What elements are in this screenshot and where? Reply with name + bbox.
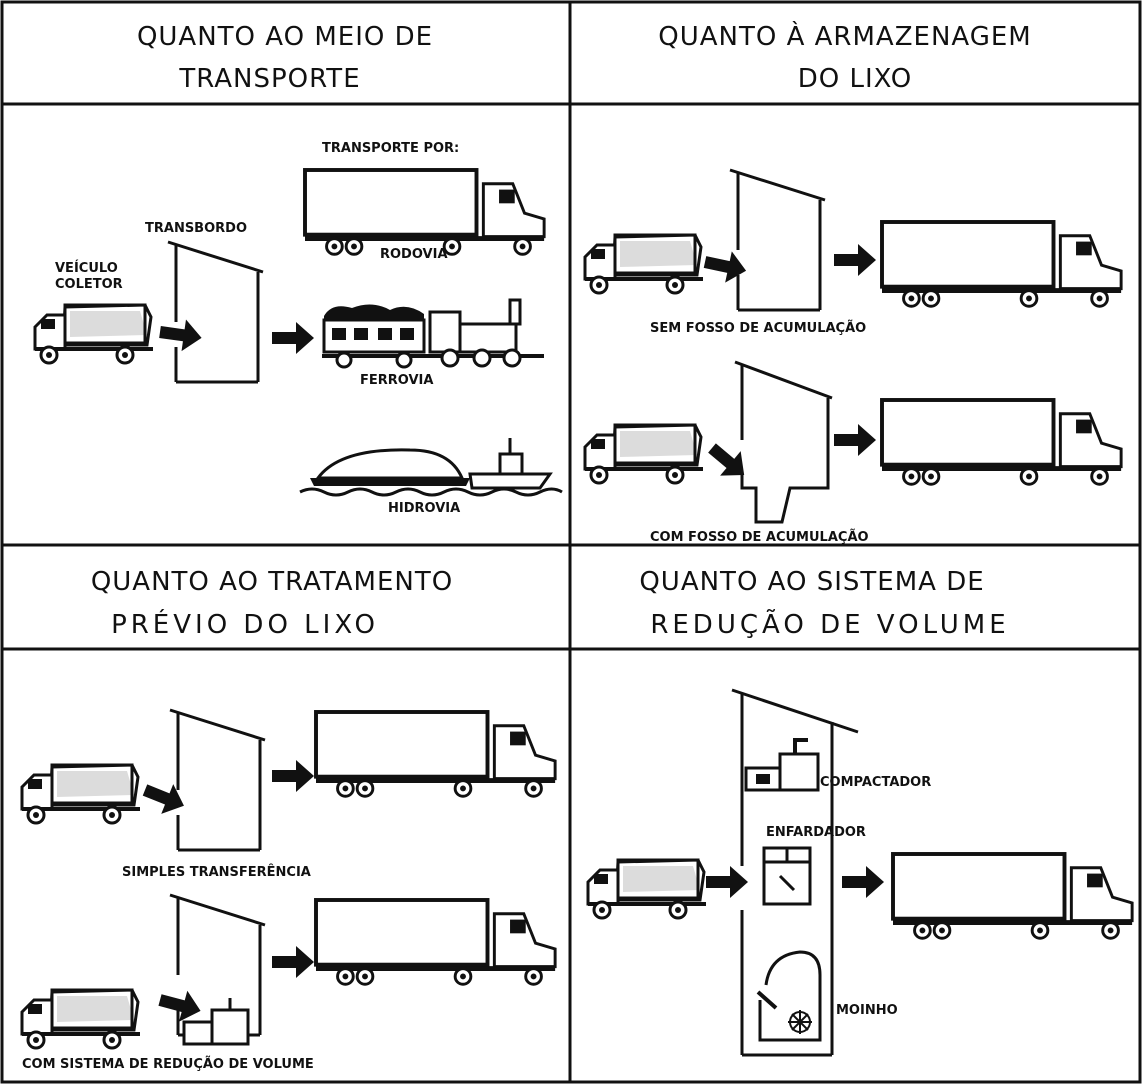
arrow-icon [139,775,190,821]
trailer-truck-icon [316,900,555,984]
label-enfardador: ENFARDADOR [766,825,866,840]
trailer-truck-icon [316,712,555,796]
label-moinho: MOINHO [836,1003,898,1018]
panel-transport: QUANTO AO MEIO DE TRANSPORTE TRANSPORTE … [33,22,563,516]
label-hidrovia: HIDROVIA [388,501,460,516]
label-transbordo: TRANSBORDO [145,221,247,236]
arrow-icon [706,866,748,898]
label-coletor: COLETOR [55,277,123,292]
garbage-truck-icon [20,988,142,1050]
panel-treatment-heading-line2: PRÉVIO DO LIXO [111,608,379,640]
arrow-icon [834,244,876,276]
arrow-icon [272,322,314,354]
label-com-fosso: COM FOSSO DE ACUMULAÇÃO [650,529,869,545]
baler-icon [762,846,812,906]
arrow-icon [272,760,314,792]
label-sem-fosso: SEM FOSSO DE ACUMULAÇÃO [650,320,866,336]
arrow-icon [701,435,755,488]
panel-storage-heading-line2: DO LIXO [798,64,913,94]
transfer-station-pit-icon [734,360,833,524]
compactor-icon [182,998,250,1046]
barge-icon [299,438,563,497]
panel-transport-heading-line1: QUANTO AO MEIO DE [137,22,433,52]
trailer-truck-icon [882,400,1121,484]
transfer-station-icon [168,708,267,852]
label-ferrovia: FERROVIA [360,373,433,388]
transfer-station-icon [166,240,265,384]
arrow-icon [701,246,750,287]
panel-reduction-heading-line2: REDUÇÃO DE VOLUME [650,608,1009,640]
label-rodovia: RODOVIA [380,247,448,262]
mill-icon [756,950,822,1042]
transfer-station-icon [731,688,859,1057]
trailer-truck-icon [882,222,1121,306]
panel-storage: QUANTO À ARMAZENAGEM DO LIXO SEM FOSSO D… [583,20,1121,545]
train-icon [322,298,544,369]
panel-reduction: QUANTO AO SISTEMA DE REDUÇÃO DE VOLUME C… [586,567,1132,1057]
trailer-truck-icon [893,854,1132,938]
label-transporte-por: TRANSPORTE POR: [322,141,459,156]
arrow-icon [834,424,876,456]
garbage-truck-icon [583,233,705,295]
label-com-sistema: COM SISTEMA DE REDUÇÃO DE VOLUME [22,1056,314,1072]
label-veiculo: VEÍCULO [55,260,118,276]
garbage-truck-icon [586,858,708,920]
arrow-icon [157,316,204,354]
compactor-icon [744,738,820,792]
label-simples-transferencia: SIMPLES TRANSFERÊNCIA [122,864,311,880]
arrow-icon [155,984,205,1027]
label-compactador: COMPACTADOR [820,775,931,790]
garbage-truck-icon [583,423,705,485]
transfer-station-icon [728,168,827,312]
panel-treatment: QUANTO AO TRATAMENTO PRÉVIO DO LIXO SIMP… [20,567,555,1072]
arrow-icon [842,866,884,898]
garbage-truck-icon [20,763,142,825]
panel-storage-heading-line1: QUANTO À ARMAZENAGEM [658,20,1032,52]
arrow-icon [272,946,314,978]
garbage-truck-icon [33,303,155,365]
panel-reduction-heading-line1: QUANTO AO SISTEMA DE [639,567,984,597]
panel-treatment-heading-line1: QUANTO AO TRATAMENTO [91,567,453,597]
trailer-truck-icon [305,170,544,254]
panel-transport-heading-line2: TRANSPORTE [178,64,360,94]
